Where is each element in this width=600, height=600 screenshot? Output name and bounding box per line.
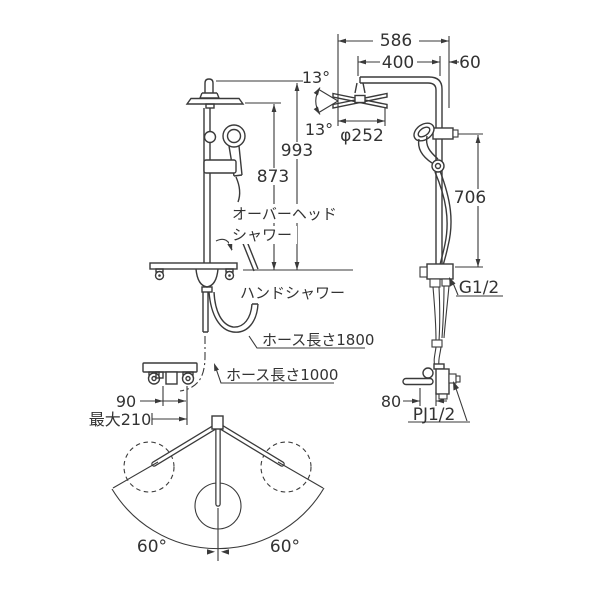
connection-centerline bbox=[179, 336, 206, 392]
spout-position-left bbox=[123, 441, 175, 493]
faucet-dial bbox=[422, 367, 434, 379]
rotation-range-view bbox=[111, 415, 325, 561]
label-backgrounds bbox=[229, 32, 489, 244]
overhead-shower-label-line1: オーバーヘッド bbox=[232, 205, 337, 223]
crossbar-center-bell bbox=[195, 268, 219, 288]
shower-arm-elbow-front bbox=[204, 78, 214, 93]
faucet-body-front bbox=[142, 362, 198, 373]
angle-13-bottom-label: 13° bbox=[305, 120, 333, 139]
dim-873-label: 873 bbox=[257, 167, 289, 187]
dim-993-label: 993 bbox=[281, 141, 313, 161]
shower-arm-side bbox=[360, 76, 443, 265]
labels: 586 400 60 13° 13° φ252 993 873 706 G1/2… bbox=[89, 31, 500, 557]
hand-shower-label: ハンドシャワー bbox=[240, 284, 345, 302]
dim-586-label: 586 bbox=[380, 31, 412, 51]
dim-80-label: 80 bbox=[381, 392, 401, 411]
leader-g12 bbox=[452, 282, 503, 297]
hose-1800-label: ホース長さ1800 bbox=[262, 331, 374, 349]
faucet-lever bbox=[402, 377, 434, 386]
angle-60-left-label: 60° bbox=[137, 537, 167, 557]
faucet-outlet bbox=[165, 371, 178, 385]
tilt-angle-legs bbox=[317, 88, 339, 114]
mounting-crossbar bbox=[149, 262, 238, 270]
spout-pivot bbox=[211, 415, 224, 430]
overhead-shower-label-line2: シャワー bbox=[232, 226, 292, 244]
slide-holder-side bbox=[432, 127, 454, 140]
pj12-label: PJ1/2 bbox=[413, 405, 456, 425]
dim-706-label: 706 bbox=[454, 188, 486, 208]
slide-bar-knob bbox=[203, 130, 217, 144]
front-view-drawing bbox=[142, 78, 259, 392]
hand-shower-hose-side bbox=[434, 171, 448, 266]
pj-nipple bbox=[448, 373, 457, 384]
leader-hose-1800 bbox=[248, 335, 365, 349]
slide-bar-holder bbox=[203, 159, 237, 174]
overhead-shower-side-tilt-up bbox=[332, 92, 388, 109]
side-view-drawing bbox=[313, 76, 461, 400]
dim-400-label: 400 bbox=[382, 53, 414, 73]
dimension-lines bbox=[140, 34, 503, 425]
overhead-shower-disc bbox=[185, 97, 245, 105]
hand-shower-hose-upper bbox=[235, 176, 241, 203]
dim-90-label: 90 bbox=[116, 392, 136, 411]
g12-label: G1/2 bbox=[459, 278, 500, 298]
dim-max210-label: 最大210 bbox=[89, 410, 152, 429]
supply-hoses bbox=[432, 285, 450, 342]
hand-shower-hose-loop bbox=[208, 291, 259, 333]
fan-side-lines bbox=[112, 461, 324, 489]
leader-hose-1000 bbox=[215, 369, 334, 384]
faucet-leg-right bbox=[181, 372, 195, 385]
hand-shower-head-front bbox=[222, 124, 246, 148]
wall-union-block bbox=[426, 263, 454, 280]
dim-phi252-label: φ252 bbox=[340, 126, 384, 146]
angle-60-right-label: 60° bbox=[270, 537, 300, 557]
hand-shower-handle-side bbox=[417, 135, 439, 164]
leader-pj12 bbox=[408, 388, 470, 423]
hand-shower-head-side bbox=[413, 122, 435, 142]
hose-1000-label: ホース長さ1000 bbox=[226, 366, 338, 384]
faucet-body-side bbox=[435, 368, 450, 395]
angle-13-top-label: 13° bbox=[302, 68, 330, 87]
dim-60-label: 60 bbox=[459, 53, 481, 73]
spout-position-right bbox=[260, 441, 312, 493]
hose-ball-joint bbox=[431, 159, 445, 173]
